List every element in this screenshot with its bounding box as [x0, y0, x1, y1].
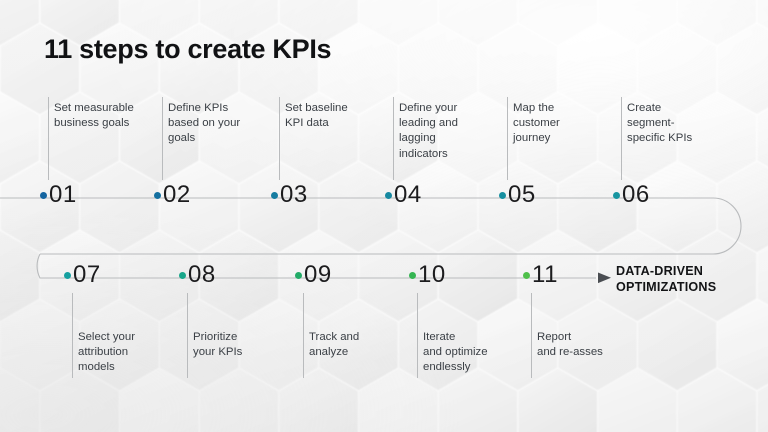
step-number: 07: [73, 261, 101, 288]
step-number: 01: [49, 181, 77, 208]
step-label: Iterate and optimize endlessly: [423, 331, 488, 374]
step-number: 02: [163, 181, 191, 208]
step-number: 08: [188, 261, 216, 288]
step-marker-dot: [40, 192, 47, 199]
step-number: 06: [622, 181, 650, 208]
arrow-right-icon: [598, 272, 611, 284]
step-marker-dot: [523, 272, 530, 279]
end-label: DATA-DRIVEN OPTIMIZATIONS: [616, 264, 717, 294]
step-marker-dot: [271, 192, 278, 199]
step-divider: [279, 97, 280, 180]
step-label: Prioritize your KPIs: [193, 331, 243, 359]
step-number: 04: [394, 181, 422, 208]
step-label: Map the customer journey: [513, 102, 560, 145]
step-divider: [187, 293, 188, 378]
step-marker-dot: [154, 192, 161, 199]
step-marker-dot: [499, 192, 506, 199]
step-label: Set measurable business goals: [54, 102, 134, 130]
step-divider: [48, 97, 49, 180]
step-divider: [621, 97, 622, 180]
step-label: Define KPIs based on your goals: [168, 102, 241, 145]
step-divider: [162, 97, 163, 180]
step-number: 10: [418, 261, 446, 288]
step-label: Report and re-asses: [537, 331, 603, 359]
step-marker-dot: [295, 272, 302, 279]
step-number: 05: [508, 181, 536, 208]
step-number: 03: [280, 181, 308, 208]
step-marker-dot: [64, 272, 71, 279]
step-divider: [531, 293, 532, 378]
step-divider: [417, 293, 418, 378]
step-marker-dot: [385, 192, 392, 199]
step-label: Select your attribution models: [78, 331, 135, 374]
step-marker-dot: [409, 272, 416, 279]
step-number: 11: [532, 261, 558, 288]
step-marker-dot: [613, 192, 620, 199]
page-title: 11 steps to create KPIs: [44, 34, 332, 64]
step-divider: [303, 293, 304, 378]
step-label: Define your leading and lagging indicato…: [399, 102, 458, 160]
step-marker-dot: [179, 272, 186, 279]
step-label: Create segment- specific KPIs: [627, 102, 693, 145]
step-divider: [393, 97, 394, 180]
step-label: Set baseline KPI data: [285, 102, 348, 130]
step-divider: [72, 293, 73, 378]
step-label: Track and analyze: [309, 331, 360, 359]
step-divider: [507, 97, 508, 180]
step-number: 09: [304, 261, 332, 288]
